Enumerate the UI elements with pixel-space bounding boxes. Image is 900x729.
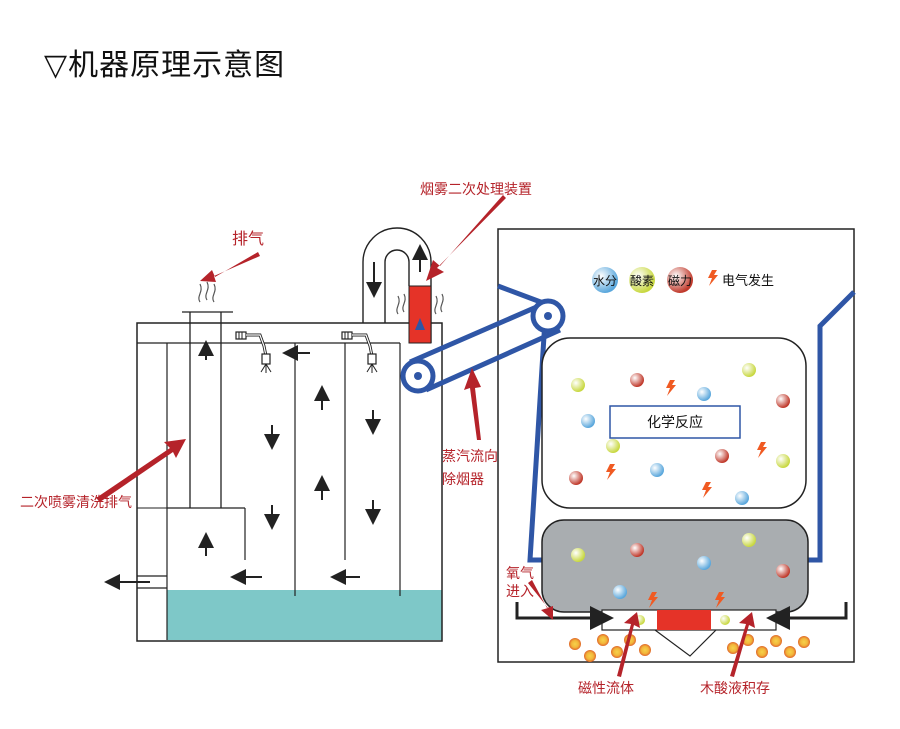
oxygen-label: 氧气 xyxy=(506,566,534,582)
annotation-arrows xyxy=(96,195,755,677)
secondary-spray-exhaust-label: 二次喷雾清洗排气 xyxy=(20,495,132,511)
legend: 水分 酸素 磁力 电气发生 xyxy=(592,267,774,293)
red-filter-block xyxy=(408,285,432,344)
steam-flow-label: 蒸汽流向 xyxy=(442,449,498,465)
chemical-reaction-label: 化学反应 xyxy=(647,414,703,431)
legend-oxygen-label: 酸素 xyxy=(630,273,654,288)
oxygen-enter-label: 进入 xyxy=(506,584,534,600)
legend-water-label: 水分 xyxy=(593,274,617,288)
left-tank xyxy=(104,281,443,642)
steam-belt-conveyor xyxy=(400,298,566,394)
reactor-chamber: 水分 酸素 磁力 电气发生 化学反应 xyxy=(497,228,856,663)
water-ball-icon xyxy=(592,267,618,293)
magnetic-fluid-label: 磁性流体 xyxy=(578,681,634,697)
page-title: ▽机器原理示意图 xyxy=(44,48,286,83)
water-basin xyxy=(167,590,442,640)
legend-electric-label: 电气发生 xyxy=(722,273,774,289)
secondary-smoke-unit-pipe xyxy=(362,227,444,344)
secondary-smoke-unit-label: 烟雾二次处理装置 xyxy=(420,182,532,198)
legend-magnetic-label: 磁力 xyxy=(668,273,692,288)
exhaust-label: 排气 xyxy=(232,229,264,248)
steam-wisp-icon xyxy=(198,281,216,303)
chemical-reaction-box xyxy=(609,405,741,439)
smoke-remover-label: 除烟器 xyxy=(442,472,484,488)
gray-reaction-zone xyxy=(541,519,809,613)
magnetic-fluid-particles xyxy=(569,634,810,662)
wood-vinegar-label: 木酸液积存 xyxy=(700,681,770,697)
red-heat-block xyxy=(657,610,711,630)
magnetic-ball-icon xyxy=(667,267,693,293)
oxygen-ball-icon xyxy=(629,267,655,293)
